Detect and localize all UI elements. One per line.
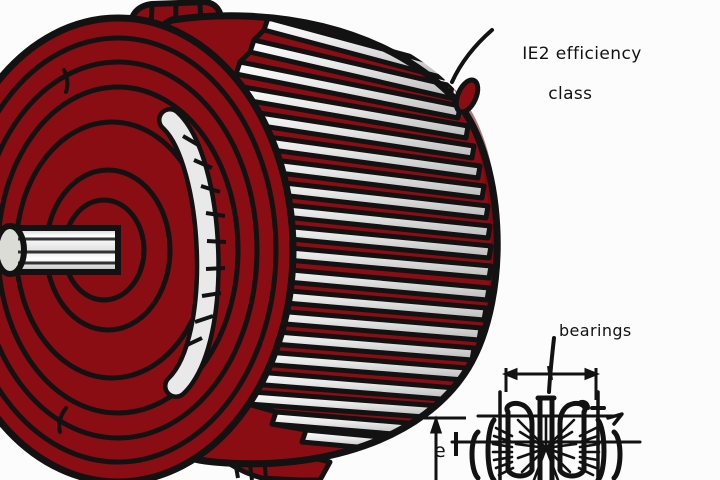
ie2-leader-line <box>450 28 494 84</box>
front-end-shield <box>0 14 297 480</box>
lifting-eye <box>453 77 481 115</box>
bearing-cross-section <box>450 390 642 480</box>
ie2-label-line2: class <box>548 84 593 105</box>
horizontal-dimension <box>501 365 601 400</box>
annotation-ie2-efficiency-class: IE2 efficiency class <box>499 24 642 144</box>
bearings-leader-line <box>547 336 556 394</box>
ie2-label-line1: IE2 efficiency <box>522 44 642 65</box>
drive-shaft <box>0 223 121 277</box>
dimension-label-e: e <box>434 440 447 462</box>
annotation-bearings: bearings <box>559 321 632 340</box>
bearing-cover-ring <box>157 107 227 399</box>
